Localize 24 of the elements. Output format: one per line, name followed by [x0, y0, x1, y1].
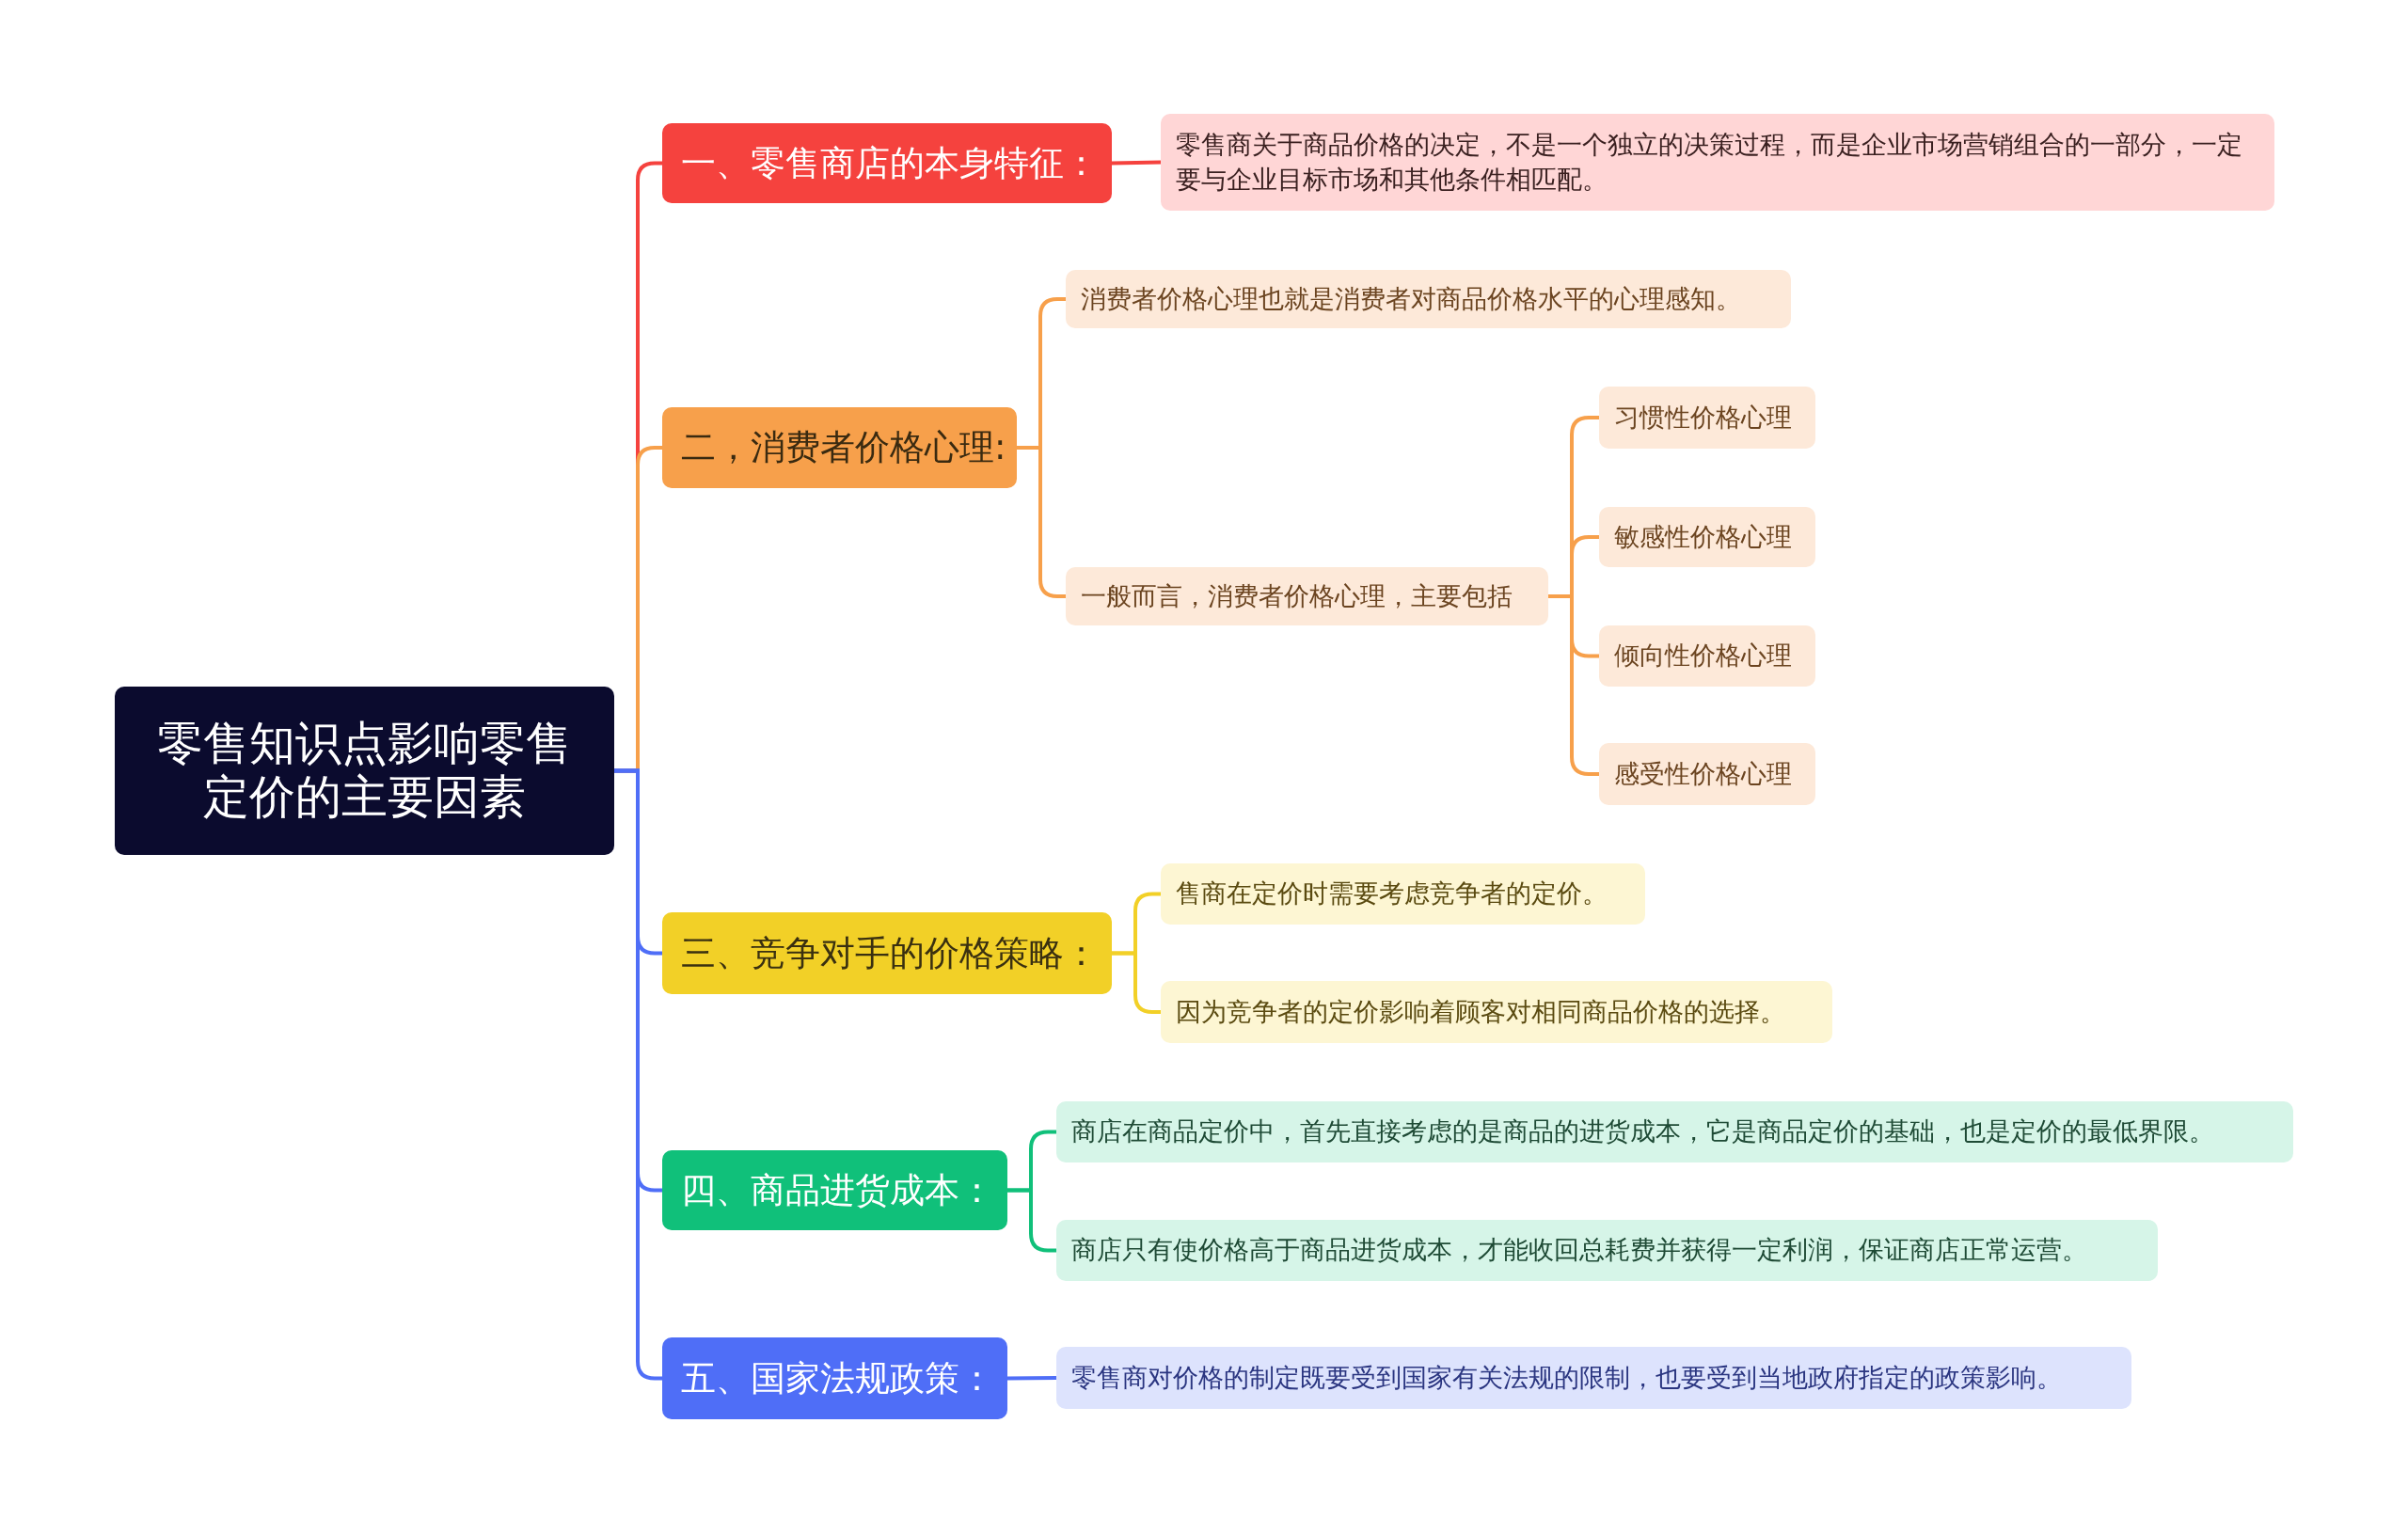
topic-box: 消费者价格心理也就是消费者对商品价格水平的心理感知。: [1066, 270, 1791, 328]
root-box: 零售知识点影响零售定价的主要因素: [115, 687, 614, 855]
topic-box: 商店只有使价格高于商品进货成本，才能收回总耗费并获得一定利润，保证商店正常运营。: [1056, 1220, 2158, 1281]
topic-box: 因为竞争者的定价影响着顾客对相同商品价格的选择。: [1161, 981, 1832, 1043]
connector-line: [1007, 1188, 1056, 1253]
branch-box: 三、竞争对手的价格策略：: [662, 912, 1112, 994]
connector-line: [614, 768, 662, 1381]
topic-box: 零售商关于商品价格的决定，不是一个独立的决策过程，而是企业市场营销组合的一部分，一定要与企业目标市场和其他条件相匹配。: [1161, 114, 2274, 211]
branch-box: 一、零售商店的本身特征：: [662, 123, 1112, 203]
topic-box: 习惯性价格心理: [1599, 387, 1815, 449]
connector-line: [1017, 446, 1066, 598]
topic-box: 一般而言，消费者价格心理，主要包括: [1066, 567, 1548, 625]
branch-box: 五、国家法规政策：: [662, 1337, 1007, 1419]
branch-box: 四、商品进货成本：: [662, 1150, 1007, 1230]
topic-box: 倾向性价格心理: [1599, 625, 1815, 687]
connector-line: [1006, 1376, 1057, 1381]
topic-box: 零售商对价格的制定既要受到国家有关法规的限制，也要受到当地政府指定的政策影响。: [1056, 1347, 2131, 1409]
topic-box: 商店在商品定价中，首先直接考虑的是商品的进货成本，它是商品定价的基础，也是定价的最低界限。: [1056, 1101, 2293, 1162]
topic-box: 售商在定价时需要考虑竞争者的定价。: [1161, 863, 1645, 925]
topic-box: 敏感性价格心理: [1599, 507, 1815, 567]
branch-box: 二，消费者价格心理:: [662, 407, 1017, 488]
topic-box: 感受性价格心理: [1599, 743, 1815, 805]
connector-line: [1112, 951, 1161, 1014]
connector-line: [1111, 160, 1162, 166]
